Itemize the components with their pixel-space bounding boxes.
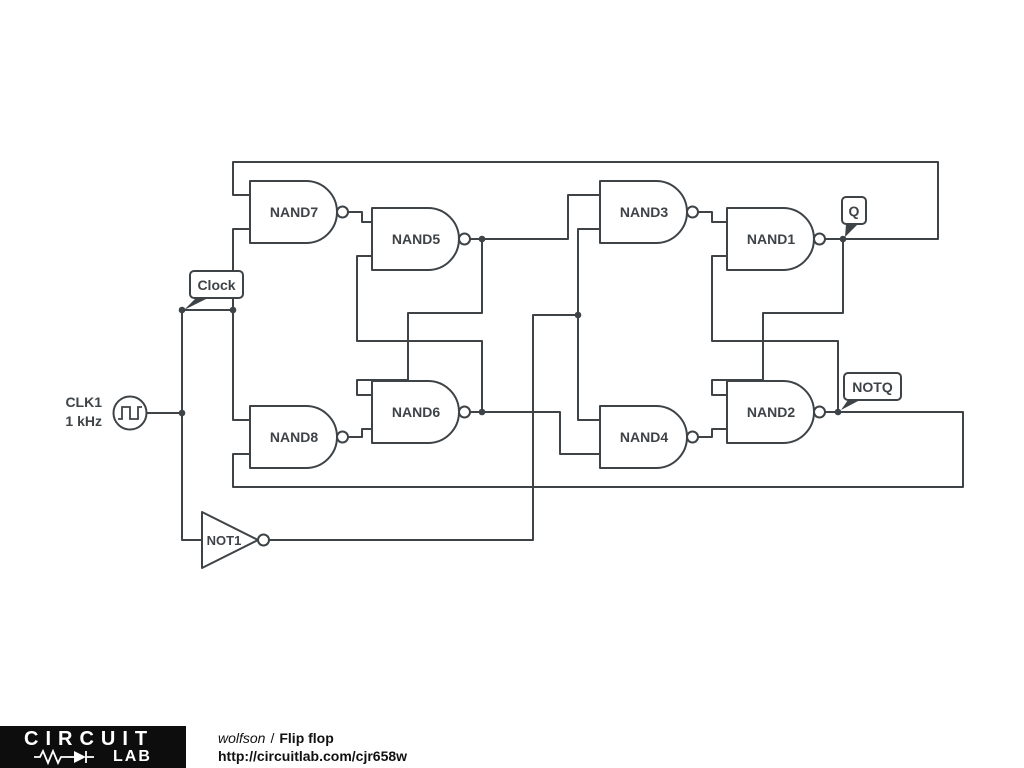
- net-flag-notq[interactable]: NOTQ: [841, 372, 902, 410]
- junction-dot: [574, 311, 582, 319]
- inversion-bubble-icon: [686, 205, 699, 219]
- not-gate-body: [201, 511, 259, 569]
- gate-label: NAND8: [270, 429, 318, 445]
- wire-8[interactable]: [698, 211, 727, 223]
- wire-2[interactable]: [181, 413, 202, 541]
- net-flag-clock[interactable]: Clock: [184, 270, 244, 310]
- gate-nand2[interactable]: NAND2: [726, 380, 826, 444]
- gate-label: NOT1: [207, 533, 242, 548]
- gate-label: NAND3: [620, 204, 668, 220]
- inversion-bubble-icon: [686, 430, 699, 444]
- flag-box: [189, 270, 244, 299]
- separator: /: [270, 730, 275, 746]
- inversion-bubble-icon: [458, 232, 471, 246]
- gate-label: NAND2: [747, 404, 795, 420]
- wire-4[interactable]: [269, 314, 578, 541]
- gate-label: NAND4: [620, 429, 668, 445]
- flag-box: [843, 372, 902, 401]
- wire-18[interactable]: [711, 255, 839, 412]
- junction-dot: [178, 306, 186, 314]
- gate-nand4[interactable]: NAND4: [599, 405, 699, 469]
- junction-dot: [178, 409, 186, 417]
- gate-nand5[interactable]: NAND5: [371, 207, 471, 271]
- wire-12[interactable]: [470, 411, 600, 455]
- logo-text-circuit: CIRCUIT: [24, 728, 155, 750]
- junction-dot: [478, 408, 486, 416]
- net-flag-q[interactable]: Q: [841, 196, 867, 237]
- inversion-bubble-icon: [813, 405, 826, 419]
- inversion-bubble-icon: [458, 405, 471, 419]
- wire-16[interactable]: [232, 161, 939, 240]
- inversion-bubble-icon: [257, 533, 270, 547]
- logo-text-lab: LAB: [113, 748, 152, 765]
- square-wave-icon: [118, 406, 142, 420]
- wire-13[interactable]: [356, 255, 483, 412]
- flag-label: NOTQ: [852, 379, 893, 395]
- wire-19[interactable]: [232, 411, 964, 488]
- gate-label: NAND5: [392, 231, 440, 247]
- gate-label: NAND6: [392, 404, 440, 420]
- flag-pointer-icon: [184, 298, 208, 310]
- gate-nand6[interactable]: NAND6: [371, 380, 471, 444]
- footer-meta: wolfson/Flip flop http://circuitlab.com/…: [218, 726, 407, 768]
- junction-dot: [839, 235, 847, 243]
- wire-5[interactable]: [577, 228, 600, 421]
- junction-dot: [229, 306, 237, 314]
- wire-9[interactable]: [698, 428, 727, 438]
- resistor-diode-icon: [34, 749, 94, 765]
- wire-10[interactable]: [470, 194, 600, 240]
- source-name-label: CLK1: [65, 394, 102, 410]
- source-frequency-label: 1 kHz: [65, 413, 102, 429]
- wire-1[interactable]: [181, 309, 233, 413]
- gate-label: NAND1: [747, 231, 795, 247]
- wire-6[interactable]: [348, 211, 372, 223]
- flag-pointer-icon: [845, 224, 858, 237]
- gate-label: NAND7: [270, 204, 318, 220]
- flag-label: Clock: [197, 277, 235, 293]
- junction-dot: [478, 235, 486, 243]
- inversion-bubble-icon: [336, 430, 349, 444]
- gate-not1[interactable]: NOT1: [201, 511, 270, 569]
- flag-label: Q: [849, 203, 860, 219]
- clock-source-clk1[interactable]: CLK1 1 kHz: [65, 394, 148, 431]
- wire-3[interactable]: [232, 228, 250, 421]
- author-link[interactable]: wolfson: [218, 730, 266, 746]
- footer-bar: CIRCUIT LAB wolfson/Flip flop http://cir…: [0, 726, 1024, 768]
- inversion-bubble-icon: [813, 232, 826, 246]
- gate-nand3[interactable]: NAND3: [599, 180, 699, 244]
- wire-7[interactable]: [348, 428, 372, 438]
- junction-dot: [834, 408, 842, 416]
- flag-pointer-icon: [841, 400, 860, 410]
- circuit-title: Flip flop: [279, 730, 334, 746]
- circuit-url-link[interactable]: http://circuitlab.com/cjr658w: [218, 748, 408, 764]
- circuitlab-logo[interactable]: CIRCUIT LAB: [0, 726, 186, 768]
- gate-nand8[interactable]: NAND8: [249, 405, 349, 469]
- gate-nand7[interactable]: NAND7: [249, 180, 349, 244]
- inversion-bubble-icon: [336, 205, 349, 219]
- flag-box: [841, 196, 867, 225]
- gate-nand1[interactable]: NAND1: [726, 207, 826, 271]
